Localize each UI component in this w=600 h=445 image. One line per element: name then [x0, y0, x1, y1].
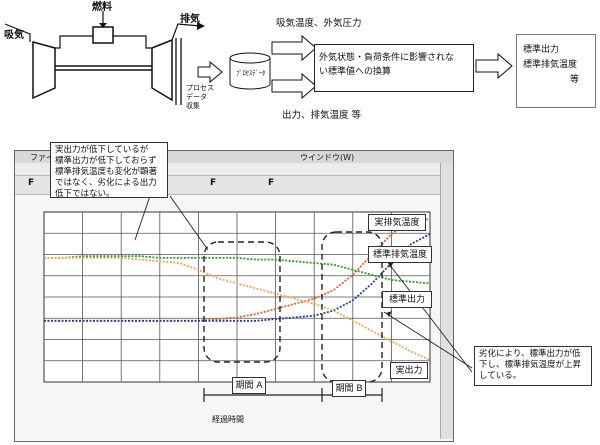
x-axis-label: 経過時間	[212, 415, 244, 424]
lower-inputs-label: 出力、排気温度 等	[282, 110, 362, 121]
trend-flag-icon[interactable]: F	[28, 178, 35, 188]
series-line-std-output	[44, 255, 431, 285]
process-data-collection-label: プロセス データ 収集	[186, 84, 214, 110]
vertical-scrollbar[interactable]	[440, 163, 453, 439]
process-diagram	[4, 11, 513, 105]
turbine-shape	[151, 38, 173, 102]
chart-series	[44, 217, 431, 361]
conversion-box: 外気状態・負荷条件に影響されな い標準値への換算	[314, 44, 474, 92]
tag-actual-output: 実出力	[390, 362, 428, 379]
period-a-label: 期間 A	[232, 377, 266, 394]
chart-grid	[43, 211, 431, 383]
arrow-to-output	[475, 52, 513, 80]
fuel-label: 燃料	[92, 2, 112, 13]
menu-window[interactable]: ウインドウ(W)	[300, 153, 355, 162]
series-line-actual-output	[44, 256, 431, 361]
callout-no-degradation: 実出力が低下しているが 標準出力が低下しておらず 標準排気温度も変化が顕著 では…	[50, 142, 168, 199]
tag-actual-exhaust: 実排気温度	[368, 214, 426, 231]
arrow-upper	[271, 34, 317, 62]
standard-values-box: 標準出力 標準排気温度 等	[516, 34, 596, 108]
compressor-shape	[32, 41, 56, 100]
tag-std-output: 標準出力	[382, 291, 432, 308]
arrow-to-db	[197, 60, 223, 84]
callout-degradation: 劣化により、標準出力が低 下し、標準排気温度が上昇 している。	[474, 346, 592, 386]
trend-flag-icon[interactable]: F	[268, 178, 275, 188]
tag-std-exhaust: 標準排気温度	[368, 246, 432, 263]
intake-label: 吸気	[4, 30, 24, 41]
menu-file[interactable]: ファイ	[30, 153, 54, 162]
period-a-box	[203, 241, 281, 363]
exhaust-label: 排気	[180, 14, 200, 25]
upper-inputs-label: 吸気温度、外気圧力	[276, 18, 362, 29]
trend-flag-icon[interactable]: F	[210, 178, 217, 188]
period-b-label: 期間 B	[332, 380, 366, 397]
series-line-std-exhaust	[44, 233, 431, 322]
database-icon	[229, 52, 271, 90]
arrow-lower	[271, 72, 317, 100]
db-label: ﾌﾟﾛｾｽﾃﾞｰﾀ	[236, 69, 266, 77]
